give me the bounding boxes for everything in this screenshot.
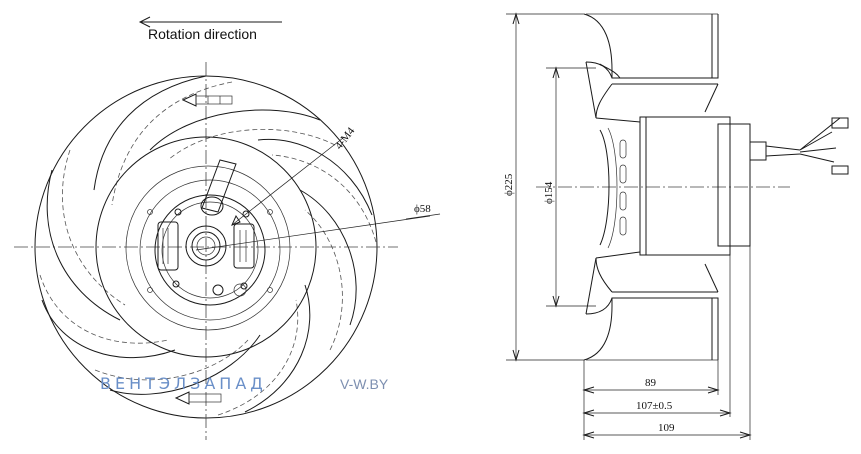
bore-diameter-leader <box>195 215 431 251</box>
watermark-site: V-W.BY <box>340 376 389 392</box>
label-plate-right <box>233 223 255 269</box>
dim-outer-diameter <box>506 12 584 362</box>
depth-89-label: 89 <box>645 377 657 389</box>
inlet-diameter-label: ϕ154 <box>543 181 555 204</box>
dim-inlet-diameter <box>546 66 596 308</box>
inlet-ring <box>95 136 317 358</box>
motor-body <box>639 116 731 256</box>
rotation-arrow <box>138 16 282 28</box>
top-arrow-glyph <box>181 93 233 107</box>
hub-ring-inner <box>139 179 281 321</box>
bottom-arrow-glyph <box>174 391 222 405</box>
hole-spec-leader <box>231 137 344 226</box>
label-plate-left <box>157 221 179 271</box>
hub-inner <box>191 231 221 261</box>
mounting-holes <box>147 208 273 293</box>
motor-face <box>154 194 266 306</box>
bore-diameter-label: ϕ58 <box>414 203 431 215</box>
depth-107-label: 107±0.5 <box>636 400 673 412</box>
impeller-top-profile <box>583 13 719 79</box>
side-view <box>506 12 849 440</box>
motor-face-inner <box>161 201 259 299</box>
cooling-fins <box>599 127 627 249</box>
rotation-direction-label: Rotation direction <box>148 26 257 42</box>
shaft <box>196 236 216 256</box>
outer-diameter-label: ϕ225 <box>503 173 515 196</box>
motor-end-cap <box>717 123 751 247</box>
watermark-brand: ВЕНТЭЛЗАПАД <box>100 374 267 393</box>
hub-outer <box>185 225 227 267</box>
hub-ring-outer <box>125 165 291 331</box>
cable-gland <box>749 141 767 161</box>
impeller-blades <box>39 75 377 416</box>
depth-109-label: 109 <box>658 422 675 434</box>
hole-spec-label: 4-M4 <box>333 125 358 152</box>
cable-channel <box>201 159 237 213</box>
front-view <box>14 16 441 440</box>
impeller-bottom-profile <box>583 297 719 361</box>
dim-depths <box>582 246 752 440</box>
cable-wires <box>799 117 841 163</box>
